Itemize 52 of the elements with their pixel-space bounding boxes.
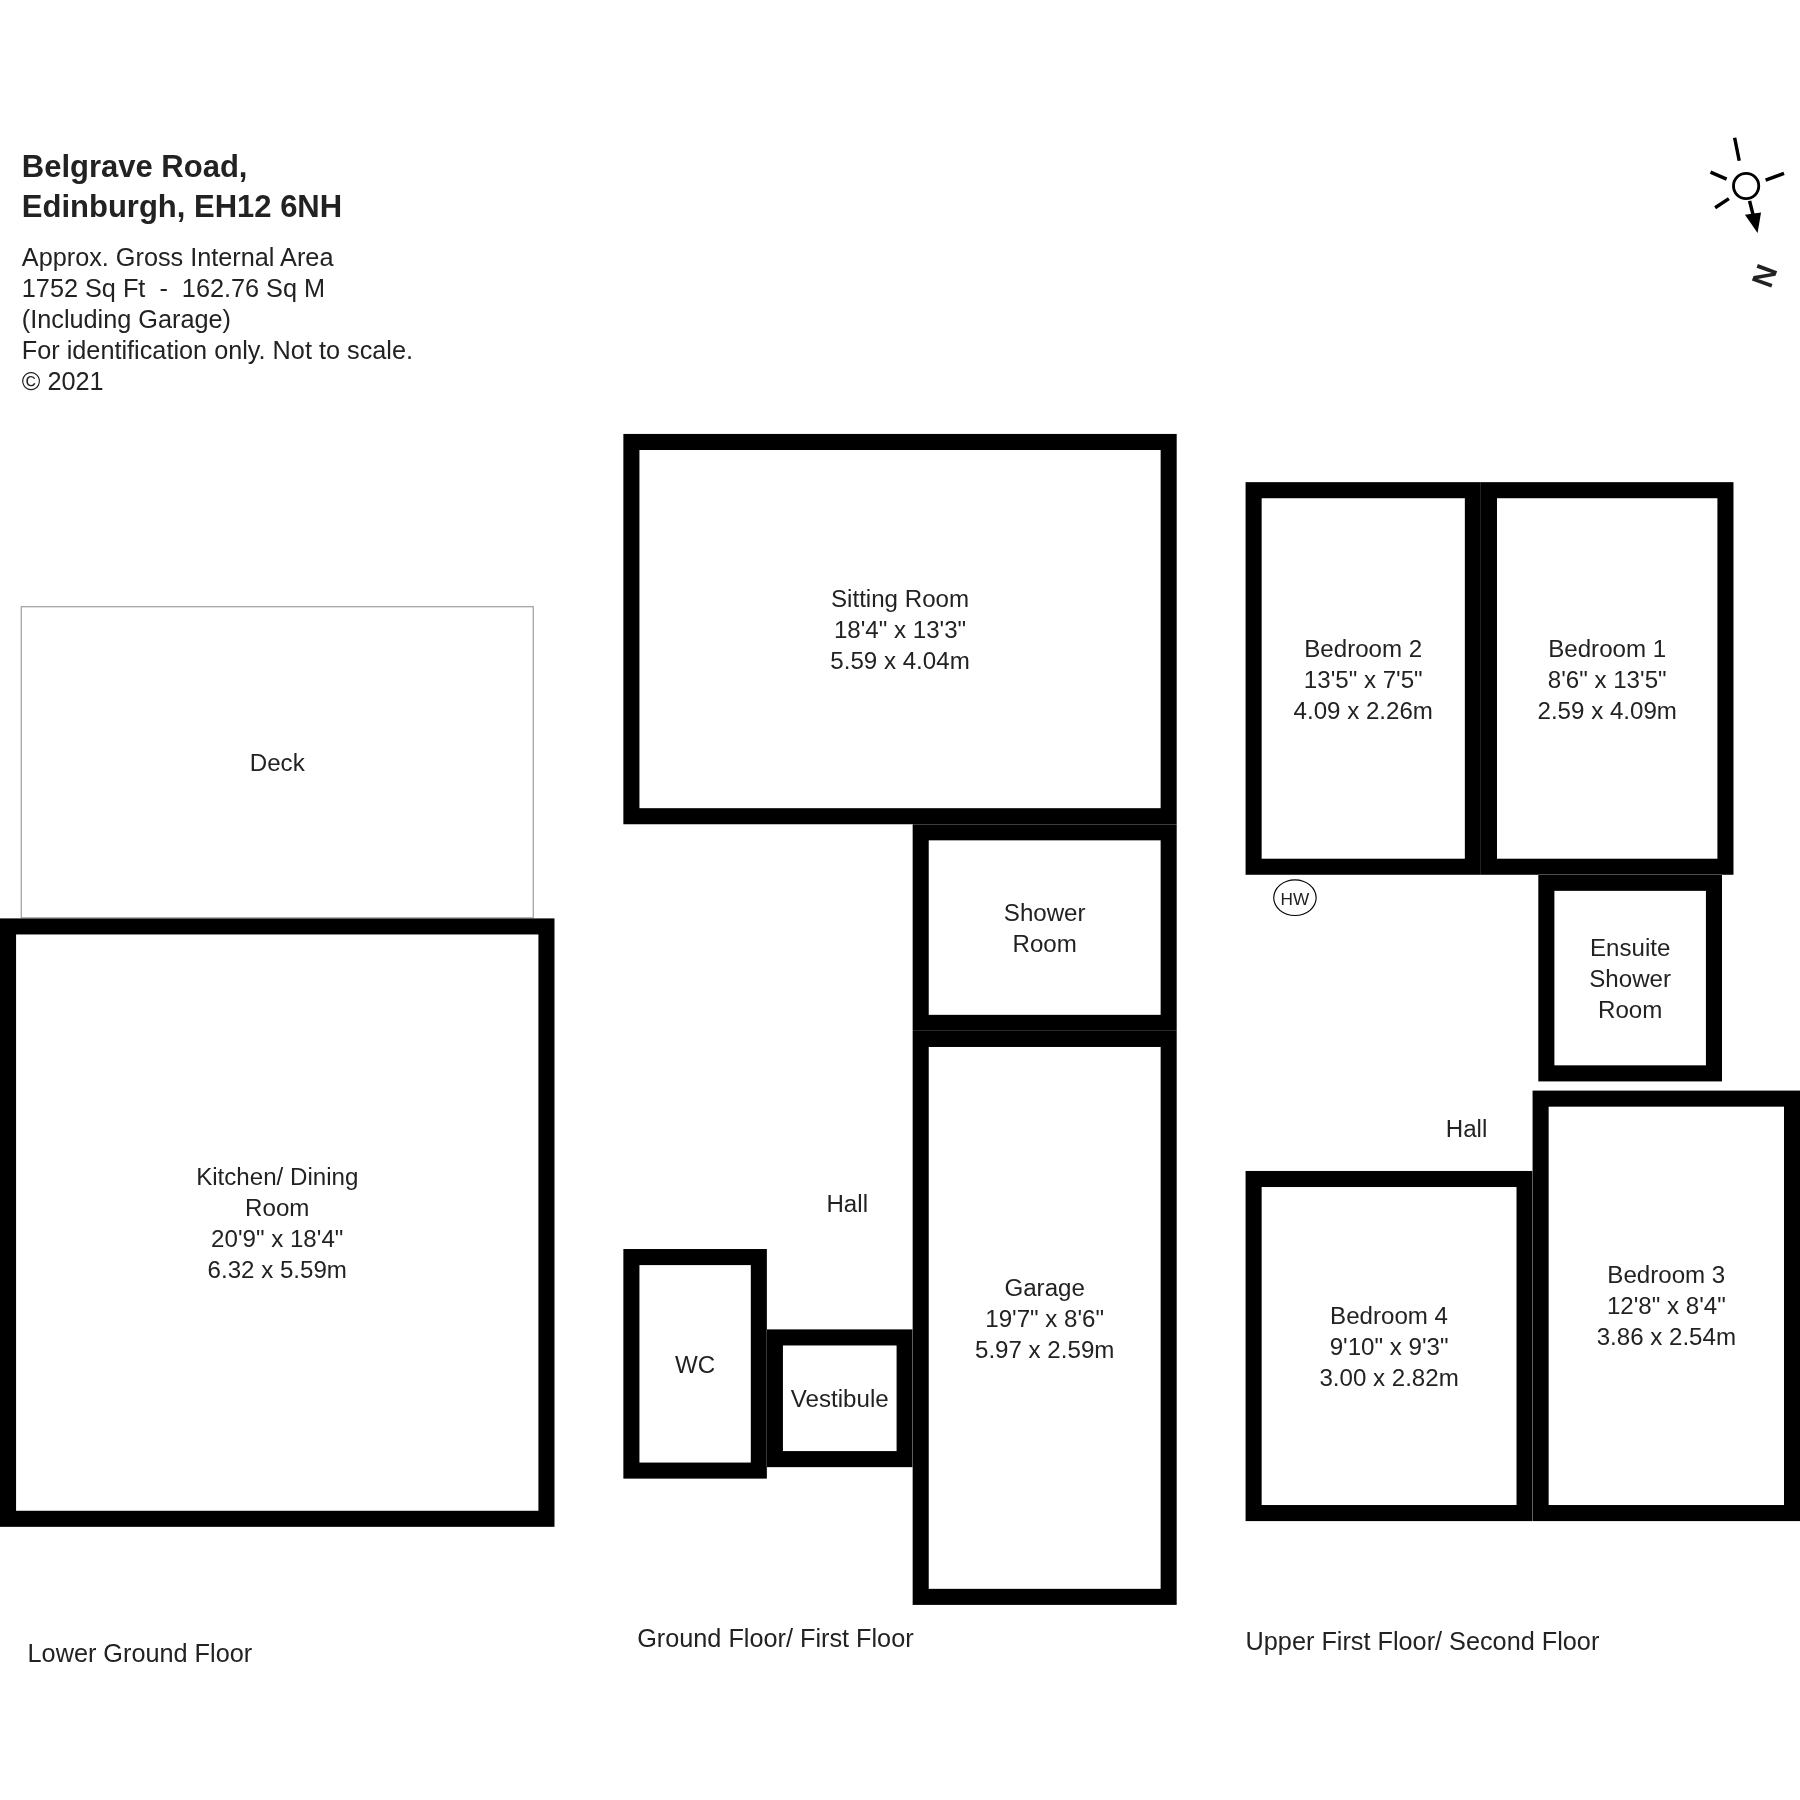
note-text: (Including Garage)	[21, 305, 231, 336]
room-dimensions: 19'7" x 8'6"	[985, 1303, 1105, 1334]
room	[623, 433, 1177, 825]
room-dimensions: 5.97 x 2.59m	[975, 1334, 1115, 1365]
room-dimensions: 5.59 x 4.04m	[830, 645, 970, 676]
room-dimensions: 20'9" x 18'4"	[211, 1223, 344, 1254]
room-name: Garage	[1004, 1272, 1085, 1303]
floor-caption: Upper First Floor/ Second Floor	[1245, 1626, 1600, 1657]
room-dimensions: 6.32 x 5.59m	[207, 1254, 347, 1285]
room-name: Bedroom 2	[1304, 633, 1423, 663]
room	[1532, 1090, 1800, 1522]
room-name: HW	[1280, 887, 1310, 910]
note-text: For identification only. Not to scale.	[21, 336, 413, 367]
note-text: Approx. Gross Internal Area	[21, 243, 334, 274]
room	[0, 918, 555, 1527]
room	[623, 1249, 767, 1479]
room-name: Bedroom 4	[1330, 1300, 1449, 1331]
room	[1245, 482, 1481, 875]
deck-area	[20, 606, 534, 919]
room-dimensions: 4.09 x 2.26m	[1293, 695, 1433, 725]
room	[1538, 874, 1722, 1082]
room-dimensions: 13'5" x 7'5"	[1303, 664, 1423, 694]
room	[1245, 1170, 1533, 1522]
room	[766, 1329, 913, 1468]
room	[912, 1030, 1177, 1605]
floor-caption: Ground Floor/ First Floor	[637, 1624, 914, 1655]
room-name: Bedroom 1	[1548, 633, 1667, 663]
note-text: © 2021	[21, 367, 104, 398]
room-name: Deck	[249, 748, 305, 778]
room-dimensions: 18'4" x 13'3"	[833, 614, 967, 645]
title: Belgrave Road, Edinburgh, EH12 6NH	[21, 148, 344, 226]
boiler-circle	[1273, 879, 1317, 917]
floor-caption: Lower Ground Floor	[27, 1639, 253, 1670]
room-name: Vestibule	[790, 1384, 889, 1414]
room-name: Hall	[1445, 1113, 1488, 1144]
room-name: Kitchen/ Dining Room	[195, 1161, 360, 1223]
room-dimensions: 12'8" x 8'4"	[1606, 1291, 1726, 1322]
note-text: 1752 Sq Ft - 162.76 Sq M	[21, 274, 326, 305]
room	[1480, 482, 1734, 875]
room-name: Ensuite Shower Room	[1588, 932, 1672, 1025]
room-name: Sitting Room	[831, 583, 970, 614]
room-dimensions: 8'6" x 13'5"	[1547, 664, 1667, 694]
room-dimensions: 3.86 x 2.54m	[1596, 1322, 1736, 1353]
room-name: Hall	[826, 1188, 868, 1219]
room-dimensions: 3.00 x 2.82m	[1319, 1362, 1459, 1393]
room-dimensions: 2.59 x 4.09m	[1537, 695, 1677, 725]
room-dimensions: 9'10" x 9'3"	[1329, 1331, 1449, 1362]
room	[912, 824, 1177, 1031]
room-name: Bedroom 3	[1607, 1260, 1726, 1291]
room-name: Shower Room	[1002, 897, 1087, 959]
north-label: N	[1744, 259, 1786, 293]
room-name: WC	[675, 1349, 716, 1380]
